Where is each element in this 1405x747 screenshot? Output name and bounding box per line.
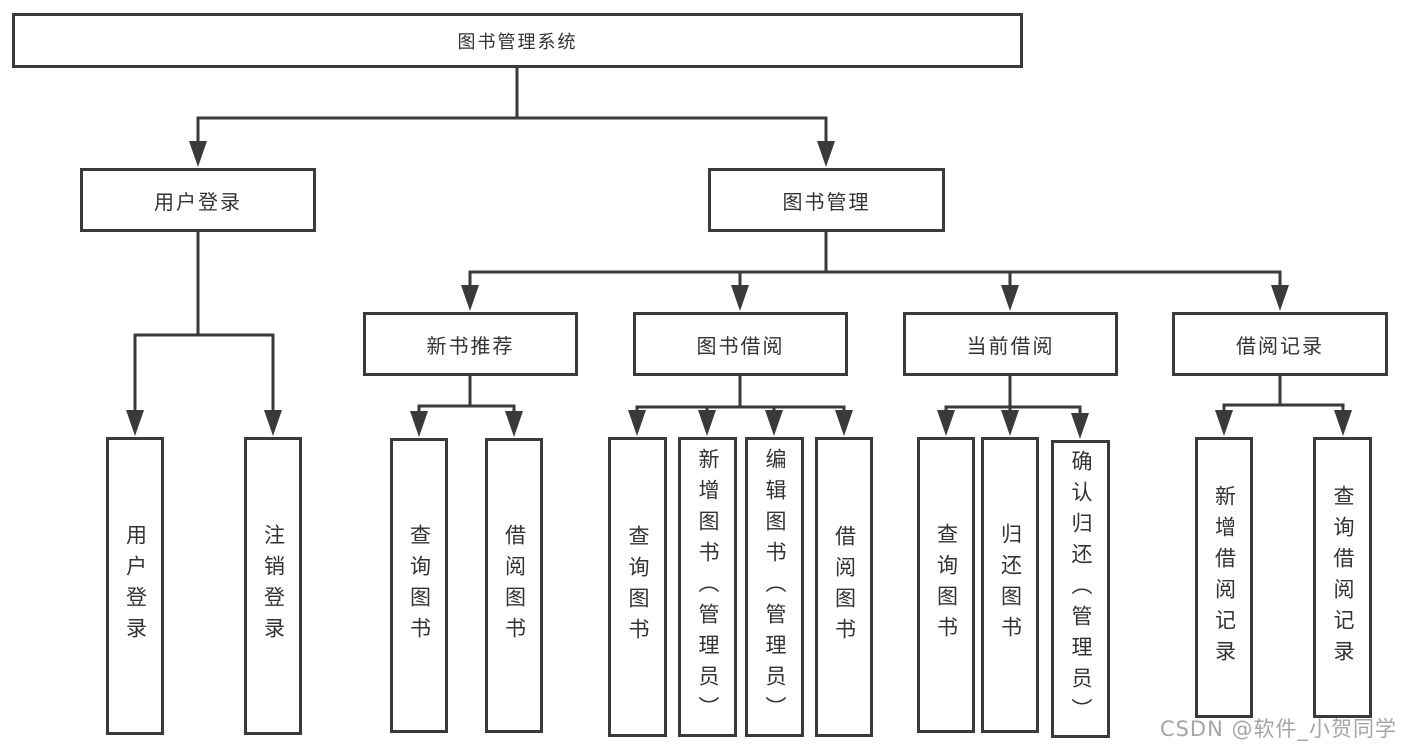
node-user-login: 用户登录: [80, 168, 316, 232]
node-book-management: 图书管理: [708, 168, 945, 232]
leaf-borrow-books-borrowing: 借阅图书: [815, 437, 873, 737]
leaf-query-books-recommend: 查询图书: [390, 438, 448, 733]
leaf-query-borrow-record: 查询借阅记录: [1313, 437, 1372, 718]
leaf-user-login: 用户登录: [106, 437, 164, 735]
leaf-query-books-borrowing: 查询图书: [608, 437, 667, 737]
leaf-query-books-current: 查询图书: [917, 437, 975, 733]
node-new-book-recommend: 新书推荐: [363, 312, 578, 376]
leaf-add-borrow-record: 新增借阅记录: [1195, 437, 1253, 718]
leaf-confirm-return-admin: 确认归还（管理员）: [1051, 440, 1110, 738]
leaf-logout: 注销登录: [244, 437, 302, 735]
leaf-borrow-books-recommend: 借阅图书: [485, 438, 543, 733]
leaf-edit-book-admin: 编辑图书（管理员）: [745, 437, 804, 737]
leaf-return-book: 归还图书: [981, 437, 1039, 733]
node-current-borrowing: 当前借阅: [903, 312, 1118, 376]
csdn-watermark: CSDN @软件_小贺同学: [1159, 717, 1397, 741]
leaf-add-book-admin: 新增图书（管理员）: [678, 437, 737, 737]
node-book-borrowing: 图书借阅: [633, 312, 848, 376]
node-root: 图书管理系统: [12, 13, 1023, 68]
node-borrowing-records: 借阅记录: [1172, 312, 1388, 376]
